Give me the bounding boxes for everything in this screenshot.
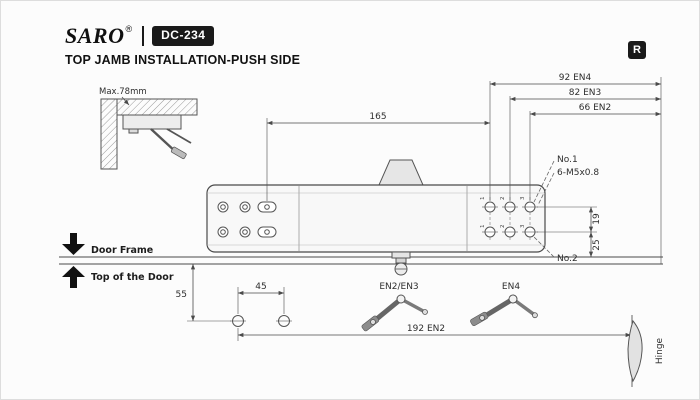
dim-66-en2: 66 EN2 [579,103,611,113]
brand-logo: SARO [65,23,125,48]
dim-165: 165 [369,112,386,122]
dimension-lines [187,77,662,341]
revision-badge: R [628,41,646,59]
no2-callout: No.2 [557,254,578,264]
door-frame-label: Door Frame [91,245,153,256]
dim-55: 55 [176,290,187,300]
brand-divider [142,26,145,46]
top-of-door-arrow [62,266,85,288]
arm-en2-en3-label: EN2/EN3 [379,282,418,292]
hole-col1-top-label: 1 [480,197,486,201]
dim-45: 45 [255,282,266,292]
door-drill-holes [230,315,292,327]
left-mounting-holes [217,201,277,238]
hole-callouts [533,160,555,258]
right-mounting-holes [482,197,538,242]
page-title: TOP JAMB INSTALLATION-PUSH SIDE [65,53,301,67]
no1-callout: No.1 [557,155,578,165]
dim-92-en4: 92 EN4 [559,73,592,83]
door-reference-lines [59,256,663,265]
dim-25: 25 [592,239,602,250]
hinge-icon [627,315,643,387]
door-closer-body: 1 2 3 1 2 3 [206,159,546,276]
dim-82-en3: 82 EN3 [569,88,601,98]
hole-col3-top-label: 3 [520,196,526,200]
arm-en4-label: EN4 [502,282,520,292]
inset-arm [150,128,192,160]
dim-192-en2: 192 EN2 [407,324,445,334]
inset-jamb-section [100,96,198,170]
max-reveal-label: Max.78mm [99,87,147,97]
hole-col2-top-label: 2 [500,197,506,201]
hole-col1-bottom-label: 1 [480,225,486,229]
hinge-label: Hinge [655,337,665,364]
closer-cam-knob [378,159,424,186]
screw-spec-callout: 6-M5x0.8 [557,168,599,178]
registered-mark: ® [125,24,133,34]
brand-header: SARO ® DC-234 [65,23,215,48]
arm-en4-icon [469,289,540,335]
model-badge: DC-234 [152,26,215,46]
closer-spindle [391,251,411,276]
dim-19: 19 [592,213,602,225]
top-of-door-label: Top of the Door [91,272,174,283]
hole-col3-bottom-label: 3 [520,224,526,228]
door-frame-arrow [62,233,85,255]
hole-col2-bottom-label: 2 [500,225,506,229]
